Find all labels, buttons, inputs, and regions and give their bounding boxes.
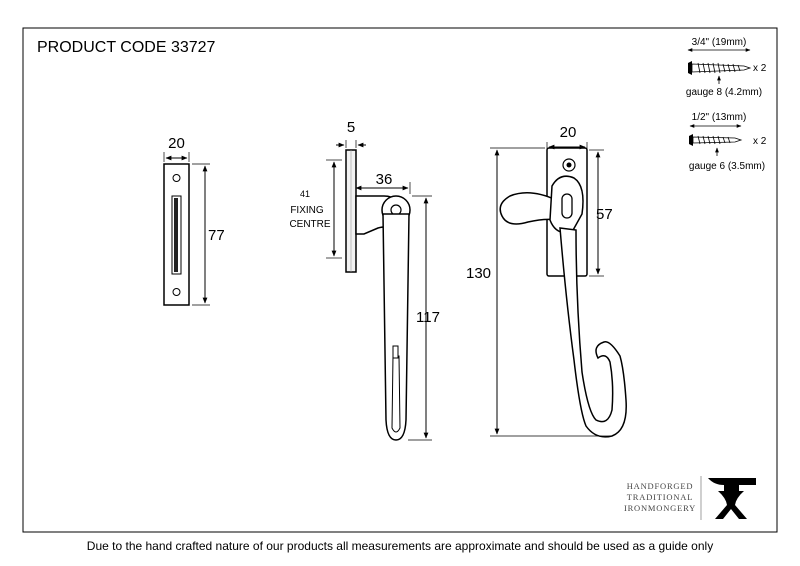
handle-length-label: 117: [416, 309, 440, 326]
plate-thickness-label: 5: [347, 119, 355, 136]
brand-line-2: TRADITIONAL: [627, 492, 693, 502]
screw-1-quantity: x 2: [753, 63, 767, 74]
fixing-centre-value: 41: [300, 189, 310, 199]
keep-height-label: 77: [208, 227, 225, 244]
keep-screw-hole-bottom: [172, 288, 181, 296]
screw-spec-1: 3/4" (19mm) x 2 gauge 8 (4.2mm): [686, 37, 767, 98]
drawing-border: [22, 27, 778, 533]
backplate-width-label: 20: [560, 124, 577, 141]
brand-line-3: IRONMONGERY: [624, 503, 696, 513]
screw-2-quantity: x 2: [753, 136, 767, 147]
screw-spec-2: 1/2" (13mm) x 2 gauge 6 (3.5mm): [689, 112, 767, 172]
footer-disclaimer: Due to the hand crafted nature of our pr…: [86, 539, 714, 553]
brand-block: HANDFORGED TRADITIONAL IRONMONGERY: [624, 476, 756, 520]
projection-label: 36: [376, 171, 393, 188]
keep-slot-shadow: [174, 198, 178, 272]
anvil-logo-icon: [708, 478, 756, 519]
screw-2-gauge: gauge 6 (3.5mm): [689, 161, 765, 172]
keep-outline: [163, 163, 190, 306]
screw-1-length: 3/4" (19mm): [692, 37, 747, 48]
front-view: 20 57 130: [466, 124, 627, 438]
side-handle: [382, 213, 410, 441]
backplate-height-label: 57: [596, 206, 613, 223]
product-code: PRODUCT CODE 33727: [37, 39, 216, 56]
front-shepherd-crook-handle: [559, 227, 627, 438]
screw-2-icon: [689, 134, 743, 146]
side-view: 5 36 41 FIXING CENTRE 117: [289, 119, 440, 441]
screw-2-length: 1/2" (13mm): [692, 112, 747, 123]
brand-line-1: HANDFORGED: [627, 481, 694, 491]
overall-height-label: 130: [466, 265, 491, 282]
front-thumb-lever: [499, 192, 557, 225]
screw-1-icon: [688, 61, 752, 75]
fixing-centre-line2: CENTRE: [289, 219, 330, 230]
keep-width-label: 20: [168, 135, 185, 152]
screw-1-gauge: gauge 8 (4.2mm): [686, 87, 762, 98]
keep-view: 20 77: [163, 135, 225, 306]
keep-screw-hole-top: [172, 174, 181, 182]
fixing-centre-line1: FIXING: [290, 205, 324, 216]
